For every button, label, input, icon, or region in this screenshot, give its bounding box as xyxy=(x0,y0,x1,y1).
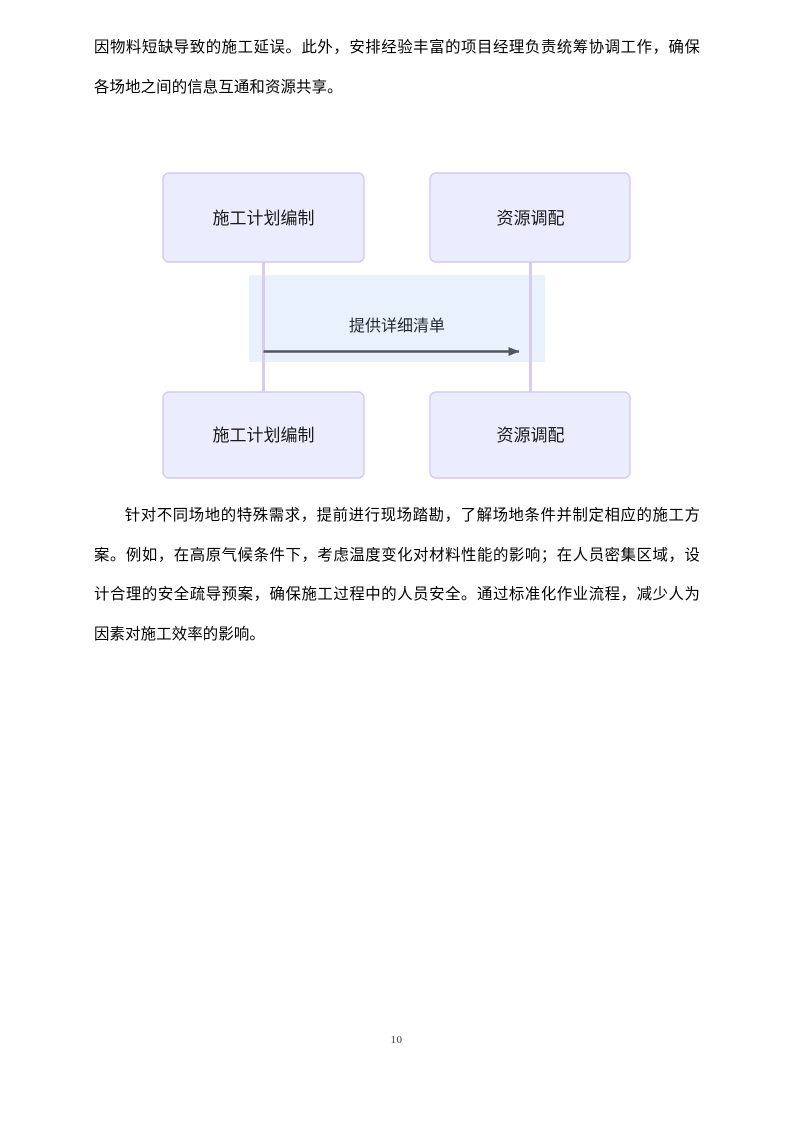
participant-right-bottom-shape xyxy=(429,391,631,479)
participant-box-left-bottom[interactable]: 施工计划编制 xyxy=(162,391,365,479)
participant-right-top-shape xyxy=(429,172,631,263)
message-band xyxy=(249,275,545,362)
message-label-1: 提供详细清单 xyxy=(349,317,445,335)
paragraph-below-diagram: 针对不同场地的特殊需求，提前进行现场踏勘，了解场地条件并制定相应的施工方案。例如… xyxy=(94,507,700,643)
sequence-diagram: 施工计划编制 资源调配 提供详细清单 施工计划编制 资源调配 xyxy=(0,140,793,490)
participant-right-bottom-label: 资源调配 xyxy=(497,426,565,445)
participant-box-right-bottom[interactable]: 资源调配 xyxy=(429,391,631,479)
paragraph-above-diagram: 因物料短缺导致的施工延误。此外，安排经验丰富的项目经理负责统筹协调工作，确保各场… xyxy=(94,39,700,96)
participant-right-top-label: 资源调配 xyxy=(497,209,565,228)
participant-left-bottom-shape xyxy=(162,391,365,479)
participant-left-top-label: 施工计划编制 xyxy=(213,209,315,228)
participant-left-bottom-label: 施工计划编制 xyxy=(213,426,315,445)
participant-left-top-shape xyxy=(162,172,365,263)
body-text-bottom: 针对不同场地的特殊需求，提前进行现场踏勘，了解场地条件并制定相应的施工方案。例如… xyxy=(94,496,700,654)
participant-box-left-top[interactable]: 施工计划编制 xyxy=(162,172,365,263)
participant-box-right-top[interactable]: 资源调配 xyxy=(429,172,631,263)
body-text-top: 因物料短缺导致的施工延误。此外，安排经验丰富的项目经理负责统筹协调工作，确保各场… xyxy=(94,28,700,107)
page-footer: 10 xyxy=(0,1030,793,1048)
page-number: 10 xyxy=(390,1034,403,1046)
sequence-diagram-canvas: 施工计划编制 资源调配 提供详细清单 施工计划编制 资源调配 xyxy=(162,172,631,479)
